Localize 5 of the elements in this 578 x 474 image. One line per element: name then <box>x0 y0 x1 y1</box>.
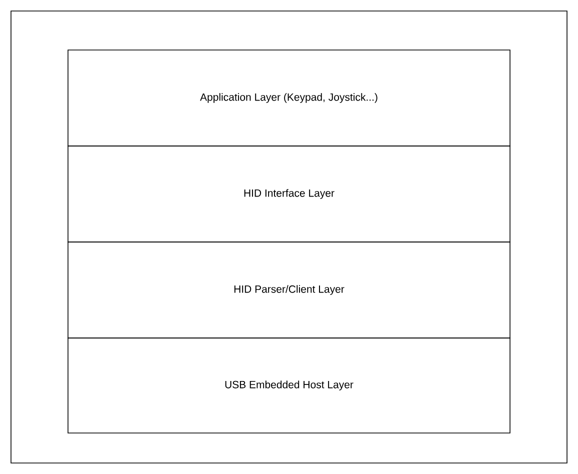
layer-box: HID Parser/Client Layer <box>68 242 510 338</box>
layer-box: Application Layer (Keypad, Joystick...) <box>68 50 510 146</box>
layer-box: USB Embedded Host Layer <box>68 338 510 434</box>
layer-box: HID Interface Layer <box>68 146 510 242</box>
frame-box <box>10 10 568 464</box>
